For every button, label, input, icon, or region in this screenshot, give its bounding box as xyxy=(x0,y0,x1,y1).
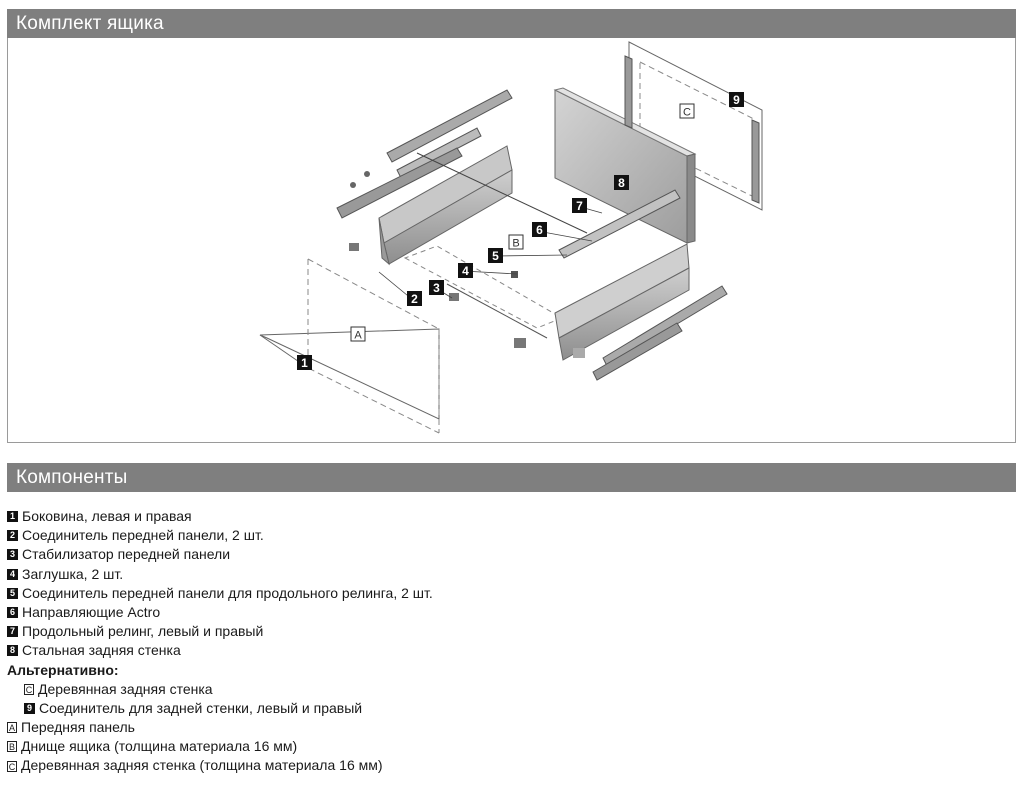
runner-rail-left xyxy=(336,89,513,219)
front-panel-outline xyxy=(259,258,440,434)
svg-text:3: 3 xyxy=(433,281,440,295)
alternative-heading: Альтернативно: xyxy=(7,661,907,680)
component-item: 8 Стальная задняя стенка xyxy=(7,641,907,660)
svg-text:2: 2 xyxy=(411,292,418,306)
callout-1: 1 xyxy=(297,355,312,370)
callout-9: 9 xyxy=(729,92,744,107)
number-marker: 6 xyxy=(7,607,18,619)
component-text: Деревянная задняя стенка (толщина матери… xyxy=(21,757,383,774)
callout-5: 5 xyxy=(488,248,503,263)
number-marker: 1 xyxy=(7,511,18,523)
component-item: 2 Соединитель передней панели, 2 шт. xyxy=(7,526,907,545)
letter-callouts: A B C xyxy=(350,103,695,342)
component-text: Продольный релинг, левый и правый xyxy=(22,623,264,640)
small-parts xyxy=(349,55,760,358)
component-item: C Деревянная задняя стенка xyxy=(7,680,907,699)
svg-text:A: A xyxy=(354,330,362,342)
callout-B: B xyxy=(508,234,524,250)
component-text: Заглушка, 2 шт. xyxy=(22,565,124,582)
component-item: 3 Стабилизатор передней панели xyxy=(7,545,907,564)
svg-text:5: 5 xyxy=(492,249,499,263)
svg-text:6: 6 xyxy=(536,223,543,237)
component-text: Соединитель передней панели, 2 шт. xyxy=(22,527,264,544)
svg-text:C: C xyxy=(683,107,691,119)
callout-8: 8 xyxy=(614,175,629,190)
component-text: Передняя панель xyxy=(21,719,135,736)
component-text: Стабилизатор передней панели xyxy=(22,546,231,563)
drawer-bottom-outline xyxy=(403,245,564,339)
letter-marker: A xyxy=(7,722,17,734)
letter-marker: C xyxy=(7,760,17,772)
component-item: C Деревянная задняя стенка (толщина матер… xyxy=(7,756,907,775)
svg-text:1: 1 xyxy=(301,356,308,370)
drawer-side-left xyxy=(378,145,513,266)
number-marker: 9 xyxy=(24,702,35,714)
component-item: 9 Соединитель для задней стенки, левый и … xyxy=(7,699,907,718)
svg-text:4: 4 xyxy=(462,264,469,278)
svg-text:8: 8 xyxy=(618,176,625,190)
number-marker: 7 xyxy=(7,626,18,638)
number-marker: 4 xyxy=(7,568,18,580)
callout-A: A xyxy=(350,326,366,342)
component-text: Деревянная задняя стенка xyxy=(38,680,213,697)
letter-marker: C xyxy=(24,683,34,695)
svg-text:7: 7 xyxy=(576,199,583,213)
component-text: Боковина, левая и правая xyxy=(22,508,192,524)
section-header-components: Компоненты xyxy=(7,463,1016,492)
component-text: Направляющие Actro xyxy=(22,603,161,620)
section-header-title: Комплект ящика xyxy=(16,13,164,34)
number-marker: 8 xyxy=(7,645,18,657)
callout-6: 6 xyxy=(532,222,547,237)
drawer-side-right xyxy=(554,243,690,361)
number-marker: 5 xyxy=(7,587,18,599)
number-marker: 2 xyxy=(7,530,18,542)
component-text: Соединитель передней панели для продольн… xyxy=(22,584,433,601)
component-item: 6 Направляющие Actro xyxy=(7,603,907,622)
section-header-title: Компоненты xyxy=(16,467,128,488)
callout-2: 2 xyxy=(407,291,422,306)
component-item: 4 Заглушка, 2 шт. xyxy=(7,565,907,584)
component-text: Соединитель для задней стенки, левый и п… xyxy=(39,699,363,716)
component-item: 1 Боковина, левая и правая xyxy=(7,507,907,526)
letter-marker: B xyxy=(7,741,17,753)
callout-4: 4 xyxy=(458,263,473,278)
component-text: Стальная задняя стенка xyxy=(22,642,181,659)
runner-rail-right xyxy=(592,285,728,381)
component-text: Днище ящика (толщина материала 16 мм) xyxy=(21,738,298,755)
diagram-frame xyxy=(7,38,1016,443)
component-item: A Передняя панель xyxy=(7,718,907,737)
component-item: 5 Соединитель передней панели для продоль… xyxy=(7,584,907,603)
alternative-title: Альтернативно: xyxy=(7,661,119,678)
drawer-assembly-diagram: 1 2 3 4 5 6 7 8 9 A B C xyxy=(259,41,763,434)
number-marker: 3 xyxy=(7,549,18,561)
component-item: B Днище ящика (толщина материала 16 мм) xyxy=(7,737,907,756)
callout-3: 3 xyxy=(429,280,444,295)
svg-text:B: B xyxy=(512,238,519,250)
callout-C: C xyxy=(679,103,695,119)
component-item: 7 Продольный релинг, левый и правый xyxy=(7,622,907,641)
numbered-callouts: 1 2 3 4 5 6 7 8 9 xyxy=(297,92,744,370)
callout-7: 7 xyxy=(572,198,587,213)
svg-text:9: 9 xyxy=(733,93,740,107)
section-header-drawer-kit: Комплект ящика xyxy=(7,9,1016,38)
